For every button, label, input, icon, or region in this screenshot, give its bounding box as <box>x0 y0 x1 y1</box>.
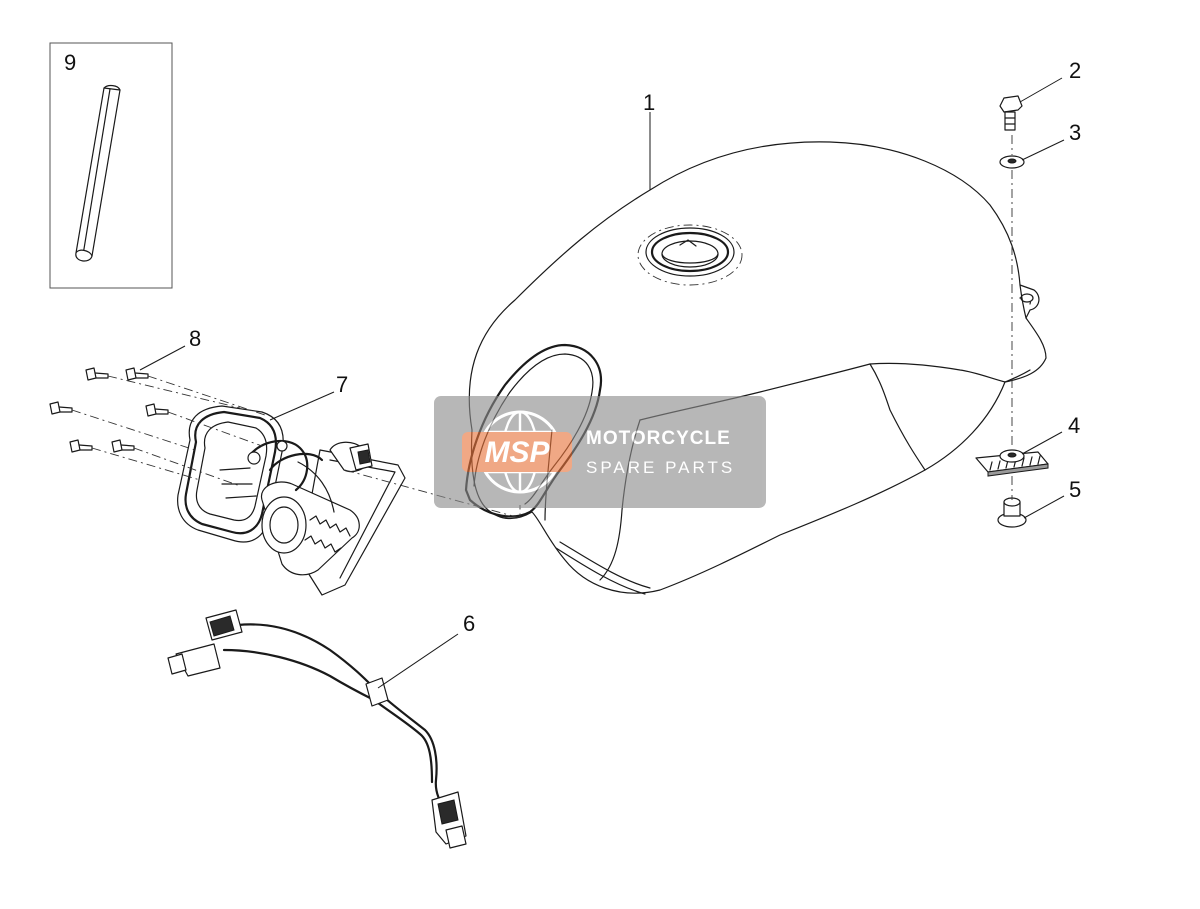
callout-6: 6 <box>463 611 475 636</box>
screw-icon <box>49 401 73 415</box>
callout-7: 7 <box>336 372 348 397</box>
part-9-inset <box>49 42 173 289</box>
screw-icon <box>125 367 149 381</box>
screw-icon <box>111 439 135 453</box>
bushing-drawing <box>997 497 1027 528</box>
callout-2: 2 <box>1069 58 1081 83</box>
screw-icon <box>85 367 109 381</box>
inset-frame <box>49 42 173 289</box>
fuel-tank-drawing <box>464 141 1047 595</box>
callout-4: 4 <box>1068 413 1080 438</box>
callout-labels: 1 2 3 4 5 6 7 8 9 <box>64 50 1081 636</box>
callout-9: 9 <box>64 50 76 75</box>
leader-lines <box>139 77 1065 689</box>
callout-8: 8 <box>189 326 201 351</box>
watermark-panel <box>434 396 766 508</box>
rubber-pad-drawing <box>975 449 1049 477</box>
filler-cap-drawing <box>637 224 743 286</box>
callout-3: 3 <box>1069 120 1081 145</box>
seal-strip-drawing <box>75 84 121 262</box>
fuel-hose-drawing <box>167 609 467 849</box>
screws-drawing <box>49 367 521 519</box>
fuel-pump-drawing <box>177 405 406 596</box>
screw-icon <box>69 439 93 453</box>
watermark: MSP MOTORCYCLE SPARE PARTS <box>434 396 766 508</box>
callout-1: 1 <box>643 90 655 115</box>
washer-drawing <box>999 155 1025 169</box>
watermark-brand: MOTORCYCLE <box>586 428 731 449</box>
bolt-drawing <box>999 95 1023 131</box>
watermark-logo: MSP <box>484 436 550 469</box>
watermark-logo-badge <box>462 432 572 472</box>
watermark-subtitle: SPARE PARTS <box>586 458 735 477</box>
callout-5: 5 <box>1069 477 1081 502</box>
screw-icon <box>145 403 169 417</box>
